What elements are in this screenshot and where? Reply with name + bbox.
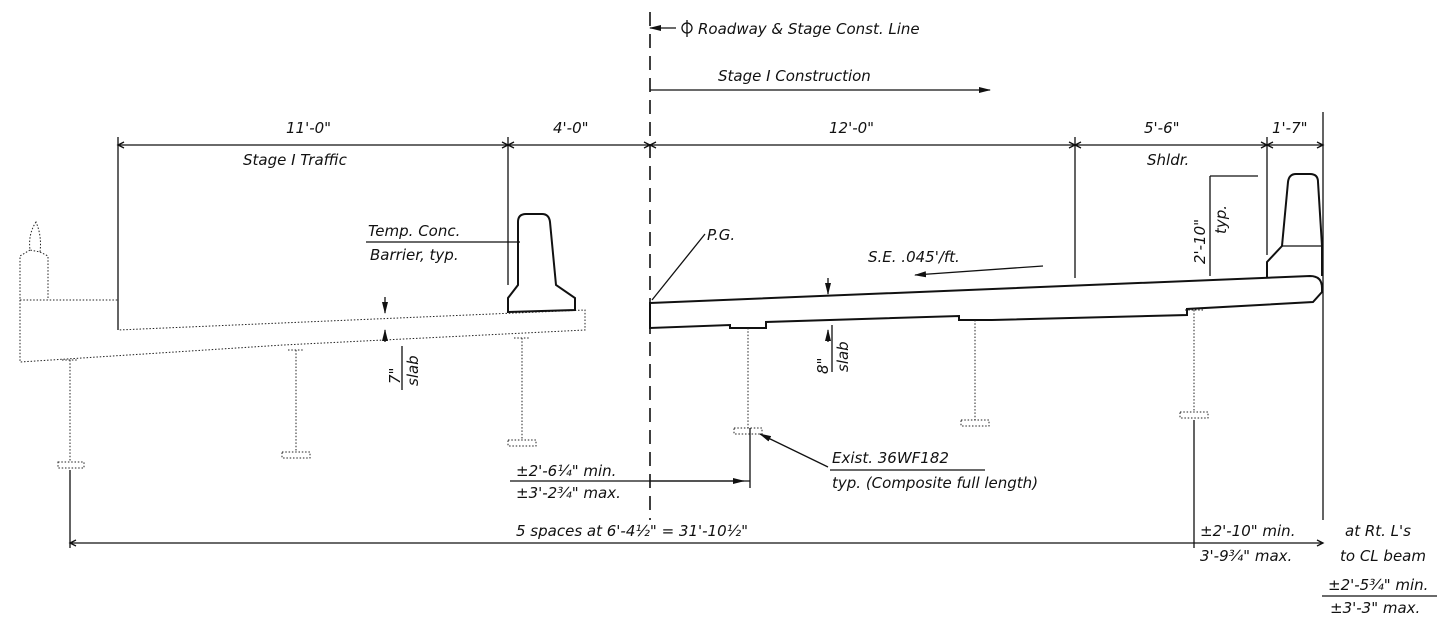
superelevation-label: S.E. .045'/ft. — [868, 248, 960, 266]
new-deck-slab — [649, 274, 1323, 330]
stage-construction-label: Stage I Construction — [718, 67, 871, 85]
rt-angles-2: to CL beam — [1340, 547, 1426, 565]
dim-4ft: 4'-0" — [553, 119, 589, 137]
stage-traffic-label: Stage I Traffic — [243, 151, 348, 169]
slab-7-dim: 7" — [386, 368, 404, 384]
far-min-label: ±2'-5¾" min. — [1328, 576, 1428, 594]
centerline-label: Roadway & Stage Const. Line — [698, 20, 920, 38]
dim-11ft: 11'-0" — [286, 119, 331, 137]
slab-8-dim: 8" — [814, 358, 832, 374]
slab-8-word: slab — [834, 341, 852, 372]
slab-7-word: slab — [404, 355, 422, 386]
barrier-typ-label: Barrier, typ. — [370, 246, 459, 264]
dim-1ft7: 1'-7" — [1272, 119, 1308, 137]
temp-barrier — [507, 213, 576, 314]
existing-beams-new — [733, 309, 1209, 435]
offset-max-label: ±3'-2¾" max. — [516, 484, 621, 502]
right-min-label: ±2'-10" min. — [1200, 522, 1295, 540]
dim-12ft: 12'-0" — [829, 119, 874, 137]
dim-5ft6: 5'-6" — [1144, 119, 1180, 137]
centerline-symbol — [681, 20, 693, 37]
right-barrier — [1266, 173, 1323, 278]
offset-min-label: ±2'-6¼" min. — [516, 462, 616, 480]
temp-conc-label: Temp. Conc. — [368, 222, 460, 240]
rt-angles-1: at Rt. L's — [1345, 522, 1411, 540]
far-max-label: ±3'-3" max. — [1330, 599, 1420, 617]
right-max-label: 3'-9¾" max. — [1200, 547, 1292, 565]
spacing-label: 5 spaces at 6'-4½" = 31'-10½" — [516, 522, 748, 540]
beam-note-2: typ. (Composite full length) — [832, 474, 1038, 492]
barrier-height-typ: typ. — [1212, 205, 1230, 234]
shoulder-label: Shldr. — [1147, 151, 1189, 169]
pg-label: P.G. — [707, 226, 735, 244]
barrier-height-dim: 2'-10" — [1191, 219, 1209, 264]
existing-left-structure — [19, 220, 586, 469]
beam-note-1: Exist. 36WF182 — [832, 449, 949, 467]
